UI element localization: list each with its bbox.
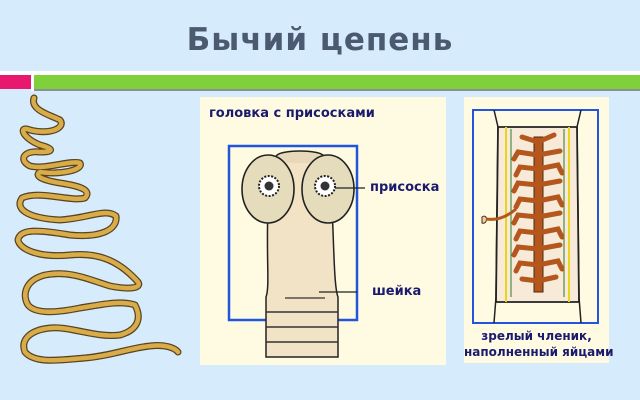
head-figure-panel: головка с присосками присоска шейка [200,97,446,365]
neck-label: шейка [372,284,422,299]
head-caption: головка с присосками [209,106,375,121]
accent-bar-shadow [34,89,640,91]
accent-bar-green [34,75,640,89]
tapeworm-image [14,94,182,364]
accent-bar-top-line [0,71,640,75]
segment-caption-line2: наполненный яйцами [464,345,614,359]
segment-figure-panel: зрелый членик, наполненный яйцами [464,97,614,363]
accent-bar-pink [0,75,31,89]
proglottid-drawing [472,109,599,324]
slide-title: Бычий цепень [186,22,454,58]
sucker-label: присоска [370,180,440,195]
scolex-drawing [227,144,365,358]
accent-bar-gap [31,75,34,91]
segment-caption-line1: зрелый членик, [481,329,592,343]
